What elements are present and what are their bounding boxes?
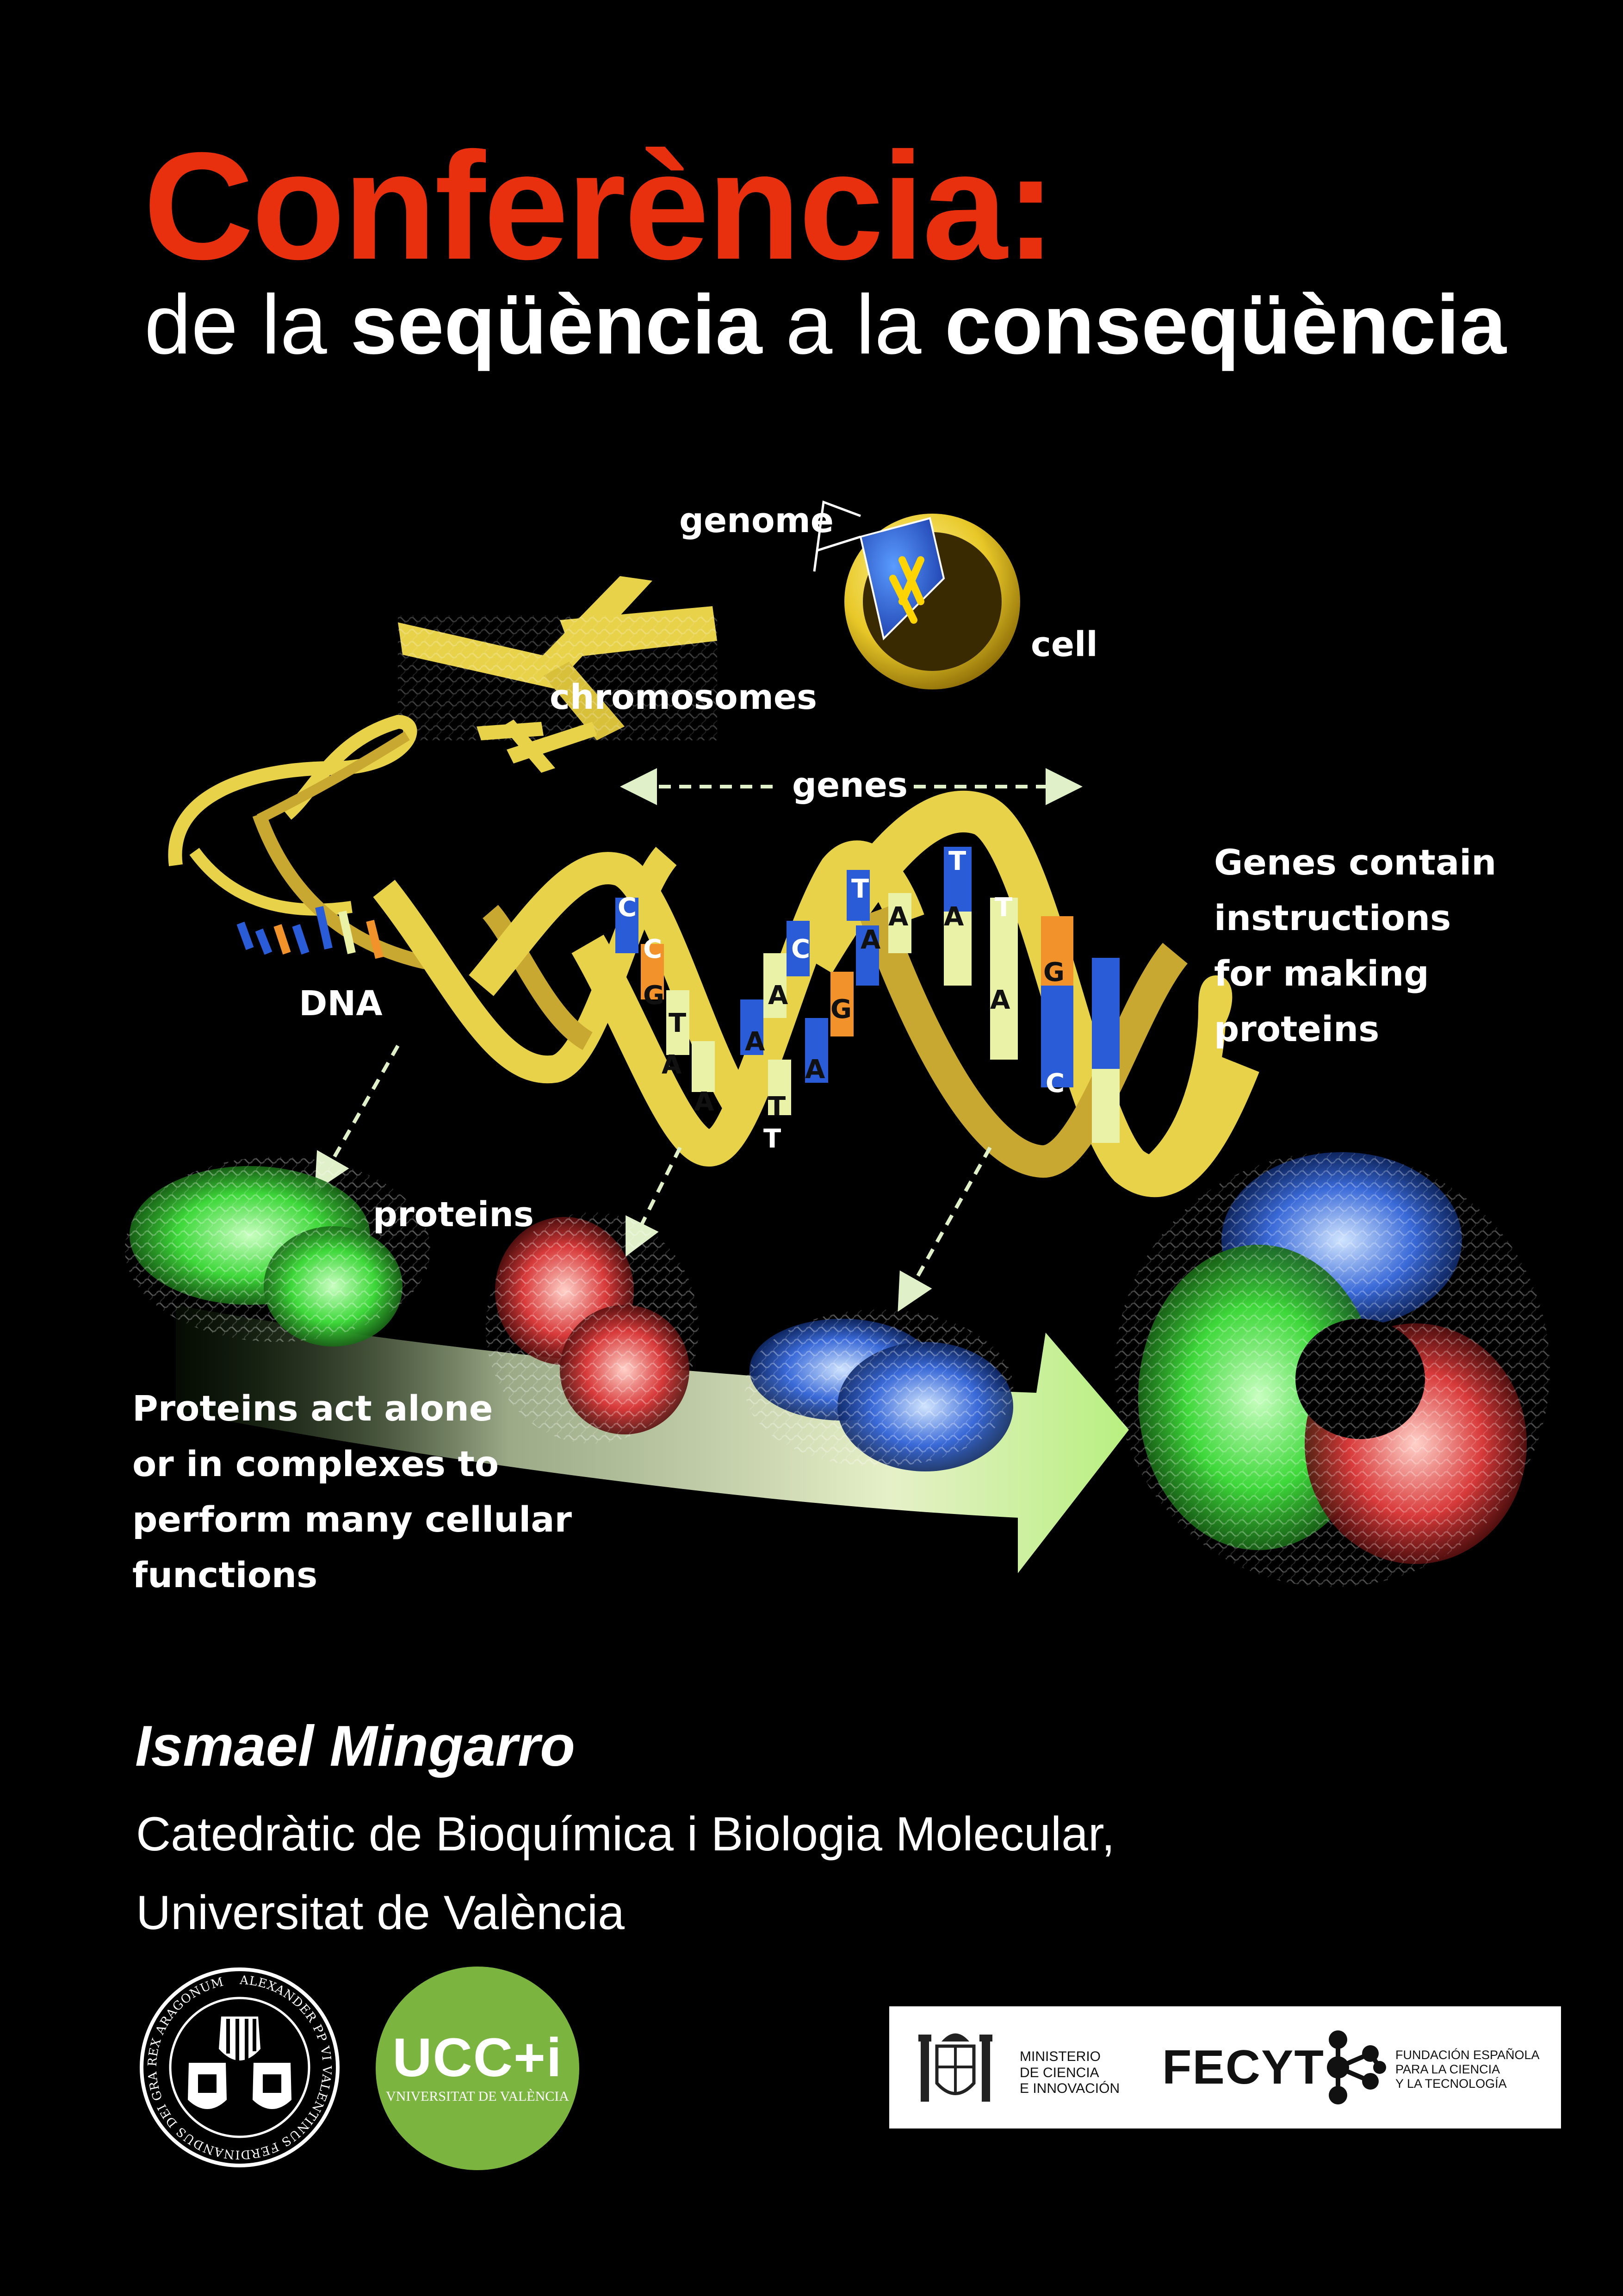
chromosomes-label: chromosomes: [550, 677, 817, 717]
base-letter: A: [805, 1055, 825, 1085]
protein-complex: [1115, 1152, 1550, 1587]
base-letter: T: [851, 874, 869, 904]
base-letter: G: [830, 994, 852, 1024]
proteins-label: proteins: [373, 1195, 534, 1235]
base-letter: T: [669, 1008, 686, 1038]
proteins-note-line: perform many cellular: [132, 1499, 572, 1540]
base-letter: G: [1043, 957, 1065, 987]
subtitle-part-1: de la: [144, 277, 351, 372]
genes-note-line: proteins: [1214, 1008, 1379, 1049]
ucc-subtitle: VNIVERSITAT DE VALÈNCIA: [386, 2089, 569, 2104]
proteins-note-line: Proteins act alone: [132, 1388, 493, 1429]
base-letter: A: [861, 925, 881, 955]
genes-note: Genes contain instructions for making pr…: [1214, 842, 1496, 1049]
base-letter: T: [763, 1124, 781, 1154]
base-letters: C C G T A A A A T A T G C T A A T T A A …: [618, 846, 1065, 1154]
dna-helix: [168, 714, 1259, 1198]
proteins-note-line: or in complexes to: [132, 1443, 499, 1484]
base-letter: C: [791, 934, 810, 964]
protein-red: [486, 1212, 699, 1444]
translation-arrows: [315, 1045, 992, 1312]
fecyt-text: FUNDACIÓN ESPAÑOLA PARA LA CIENCIA Y LA …: [1395, 2048, 1540, 2091]
genes-label: genes: [792, 765, 908, 805]
genes-note-line: for making: [1214, 953, 1429, 994]
base-letter: T: [948, 846, 966, 876]
proteins-note-line: functions: [132, 1554, 317, 1595]
base-letter: G: [643, 980, 664, 1011]
ucc-logo: UCC+i VNIVERSITAT DE VALÈNCIA: [376, 1967, 579, 2170]
protein-blue: [745, 1309, 1013, 1471]
cell-icon: [813, 500, 1020, 689]
ministerio-text: MINISTERIO DE CIENCIA E INNOVACIÓN: [1020, 2049, 1120, 2096]
genome-label: genome: [679, 501, 834, 540]
protein-green: [125, 1157, 430, 1347]
base-letter: C: [1046, 1068, 1065, 1098]
base-letter: A: [768, 980, 788, 1011]
base-letter: C: [643, 934, 662, 964]
base-letter: A: [944, 902, 964, 932]
base-letter: A: [662, 1050, 682, 1080]
speaker-institution: Universitat de València: [136, 1886, 625, 1940]
speaker-name: Ismael Mingarro: [135, 1714, 575, 1778]
base-letter: C: [618, 893, 637, 923]
base-letter: T: [768, 1092, 786, 1122]
poster-title: Conferència:: [143, 120, 1056, 291]
proteins-note: Proteins act alone or in complexes to pe…: [132, 1388, 572, 1595]
fecyt-molecule-icon: [1327, 2030, 1386, 2104]
base-letter: A: [745, 1027, 765, 1057]
genome-illustration: C C G T A A A A T A T G C T A A T T A A …: [125, 500, 1550, 1595]
dna-label: DNA: [299, 984, 383, 1024]
speaker-position: Catedràtic de Bioquímica i Biologia Mole…: [136, 1807, 1115, 1861]
ucc-name: UCC+i: [392, 2027, 563, 2088]
chromosome-icon: [398, 576, 717, 773]
cell-label: cell: [1031, 625, 1098, 664]
university-seal-icon: ALEXANDER PP VI VALENTINUS FERDINANDUS D…: [140, 1967, 340, 2167]
subtitle-part-2: seqüència: [350, 277, 762, 372]
dna-base-pairs: [236, 906, 384, 959]
complex-arrow: [176, 1305, 1129, 1573]
genes-note-line: Genes contain: [1214, 842, 1496, 883]
spanish-coat-of-arms-icon: [918, 2033, 992, 2102]
genes-note-line: instructions: [1214, 897, 1451, 938]
base-letter: A: [990, 985, 1010, 1015]
sponsor-logos: MINISTERIO DE CIENCIA E INNOVACIÓN FECYT…: [889, 2006, 1561, 2128]
base-letter: A: [888, 902, 909, 932]
base-letter: T: [995, 893, 1012, 923]
fecyt-word: FECYT: [1162, 2041, 1325, 2094]
gene-base-blocks: [615, 847, 1120, 1143]
poster-subtitle: de la seqüència a la conseqüència: [144, 282, 1506, 366]
base-letter: A: [694, 1087, 714, 1117]
subtitle-part-3: a la: [762, 277, 945, 372]
subtitle-part-4: conseqüència: [945, 277, 1506, 372]
